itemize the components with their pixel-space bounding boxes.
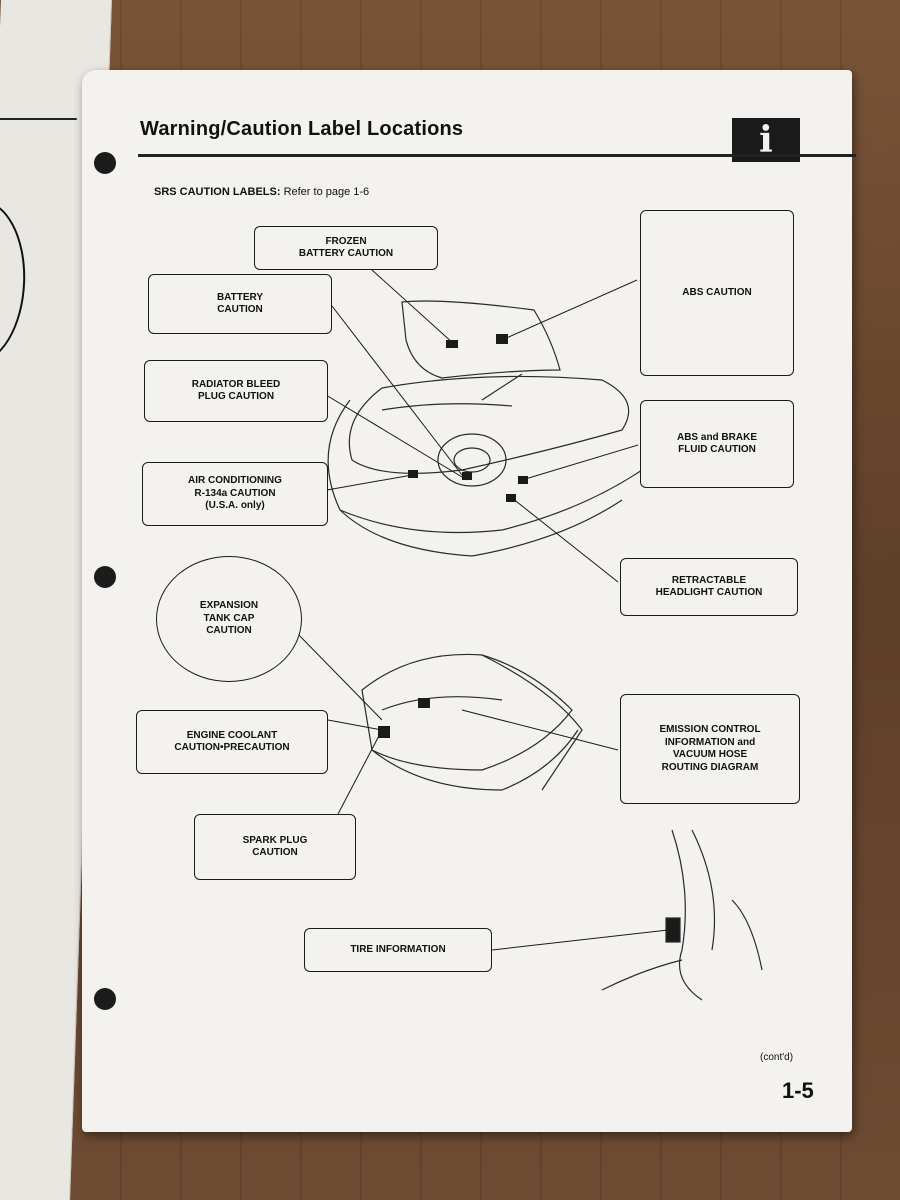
engine-coolant-caution-label: ENGINE COOLANT CAUTION•PRECAUTION [136,710,328,774]
front-hood-drawing [327,300,643,557]
page-number: 1-5 [782,1078,814,1103]
radiator-bleed-plug-caution-label: RADIATOR BLEED PLUG CAUTION [144,360,328,422]
spark-plug-caution-label: SPARK PLUG CAUTION [194,814,356,880]
air-conditioning-caution-label: AIR CONDITIONING R-134a CAUTION (U.S.A. … [142,462,328,526]
rear-engine-drawing [361,653,583,791]
title-divider [138,154,856,157]
binder-hole [94,988,116,1010]
door-jamb-drawing [601,829,763,1001]
srs-caution-subtitle: SRS CAUTION LABELS: Refer to page 1-6 [154,186,369,198]
frozen-battery-caution-label: FROZEN BATTERY CAUTION [254,226,438,270]
car-diagram [293,269,763,1001]
continued-note: (cont'd) [760,1052,794,1063]
tire-information-label: TIRE INFORMATION [304,928,492,972]
battery-caution-label: BATTERY CAUTION [148,274,332,334]
previous-page-rule [0,118,77,120]
expansion-tank-cap-caution-label: EXPANSION TANK CAP CAUTION [156,556,302,682]
leader-lines [293,269,669,951]
binder-hole [94,152,116,174]
label-markers [378,334,528,738]
emission-control-info-label: EMISSION CONTROL INFORMATION and VACUUM … [620,694,800,804]
srs-caution-ref: Refer to page 1-6 [283,186,370,198]
manual-page: Warning/Caution Label Locations i SRS CA… [82,70,856,1132]
abs-caution-label: ABS CAUTION [640,210,794,376]
retractable-headlight-caution-label: RETRACTABLE HEADLIGHT CAUTION [620,558,798,616]
abs-brake-fluid-caution-label: ABS and BRAKE FLUID CAUTION [640,400,794,488]
srs-caution-heading: SRS CAUTION LABELS: [154,186,281,198]
page-title: Warning/Caution Label Locations [140,118,464,140]
binder-hole [94,566,116,588]
previous-page-circle-diagram [0,200,28,364]
